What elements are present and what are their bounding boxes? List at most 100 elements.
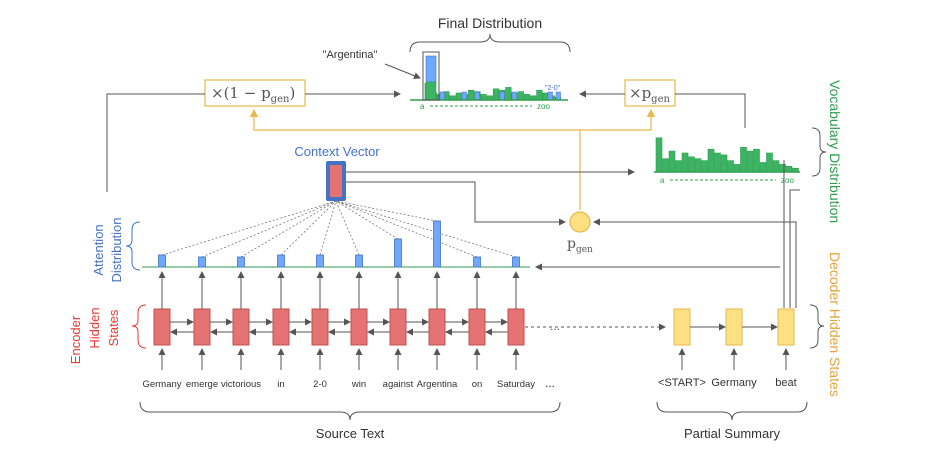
vocab-bar <box>727 160 734 173</box>
attention-dotted-line <box>335 200 360 256</box>
source-text-label: Source Text <box>316 426 385 441</box>
argentina-pointer <box>384 63 421 80</box>
argentina-label: "Argentina" <box>323 49 378 61</box>
attention-contribution-bar <box>547 91 553 101</box>
encoder-state <box>193 308 211 346</box>
final-axis-zoo: zoo <box>537 102 550 111</box>
vocab-bar <box>772 160 780 173</box>
final-bar <box>455 92 462 101</box>
vocab-bar <box>668 150 676 173</box>
encoder-state <box>389 308 407 346</box>
encoder-label-line3: States <box>106 309 121 346</box>
summary-word: Germany <box>711 377 757 389</box>
encoder-states <box>153 271 525 370</box>
encoder-state <box>272 308 290 346</box>
vocab-bar <box>753 148 760 173</box>
attention-to-left-box <box>106 93 205 192</box>
context-vector <box>330 165 342 197</box>
decoder-state <box>777 308 795 346</box>
vocab-distribution-label: Vocabulary Distribution <box>827 80 843 223</box>
attention-dotted-line <box>335 200 438 222</box>
vocab-bar <box>688 156 695 173</box>
argentina-vocab-bar <box>425 81 437 101</box>
final-bar <box>492 88 500 101</box>
encoder-state <box>350 308 368 346</box>
vocab-bar <box>740 147 747 173</box>
vocab-bar <box>779 164 786 173</box>
final-bar <box>517 91 524 101</box>
vocab-bar <box>759 162 767 173</box>
final-distribution-title: Final Distribution <box>438 15 542 31</box>
attention-bar <box>433 220 441 268</box>
final-bar <box>523 94 531 101</box>
source-word: in <box>277 379 284 390</box>
pgen-node <box>569 211 591 233</box>
decoder-hidden-states-label: Decoder Hidden States <box>827 252 843 397</box>
attention-bar <box>512 256 520 268</box>
pgen-node-label: pgen <box>567 236 593 255</box>
argentina-attention-bar <box>425 55 437 83</box>
vocab-brace <box>811 127 827 177</box>
partial-summary-label: Partial Summary <box>684 426 781 441</box>
attention-bar <box>394 238 402 268</box>
encoder-state <box>153 308 171 346</box>
attention-contribution-bar <box>511 91 517 101</box>
source-word: victorious <box>221 379 261 390</box>
final-bar <box>542 92 549 101</box>
vocab-to-right-box <box>675 93 746 128</box>
attention-contribution-bar <box>461 91 467 101</box>
source-word: Argentina <box>417 379 458 390</box>
pgen-feed-left <box>249 108 580 131</box>
final-axis-a: a <box>420 102 425 111</box>
attention-dotted-line <box>335 200 399 240</box>
decoder-to-vocab-arrow <box>789 189 800 308</box>
vocab-bar <box>766 152 773 173</box>
attention-dotted-line <box>319 200 337 256</box>
source-word: against <box>383 379 414 390</box>
encoder-brace <box>131 304 147 349</box>
source-word: on <box>472 379 483 390</box>
attention-contribution-bar <box>439 91 445 101</box>
vocab-bar <box>701 160 708 173</box>
vocab-bar <box>662 158 669 173</box>
source-text-brace <box>139 401 561 421</box>
vocab-bar <box>733 164 741 173</box>
vocab-axis-a: a <box>660 176 665 185</box>
attention-bar <box>158 254 166 268</box>
context-vector-label: Context Vector <box>294 144 380 159</box>
two-zero-label: "2-0" <box>545 85 561 92</box>
attention-dotted-line <box>240 200 337 258</box>
source-ellipsis: ... <box>545 376 555 390</box>
vocab-bar <box>785 166 793 173</box>
attention-contribution-bar <box>474 91 480 101</box>
source-word: win <box>351 379 366 390</box>
attention-to-context-lines <box>161 200 517 258</box>
summary-word: <START> <box>658 377 706 389</box>
decoder-to-pgen <box>593 218 797 308</box>
encoder-state <box>428 308 446 346</box>
decoder-states <box>673 308 795 370</box>
source-word: Germany <box>142 379 181 390</box>
partial-summary-brace <box>656 401 808 421</box>
one-minus-pgen-box <box>204 79 306 107</box>
attention-contribution-bar <box>555 91 561 101</box>
vocabulary-distribution-chart <box>655 137 799 173</box>
final-distribution-brace <box>409 33 571 53</box>
attention-brace <box>125 221 141 271</box>
attention-bar <box>355 254 363 268</box>
pgen-feed-right <box>580 108 656 131</box>
attention-dotted-line <box>161 200 337 256</box>
encoder-label-line2: Hidden <box>87 307 102 348</box>
decoder-state <box>725 308 743 346</box>
final-bar <box>468 89 475 101</box>
encoder-state <box>507 308 525 346</box>
attention-contribution-bar <box>499 91 505 101</box>
vocab-bar <box>720 154 728 173</box>
attention-bar <box>473 256 481 268</box>
pgen-box <box>624 79 676 107</box>
one-minus-pgen-text: ×(1 − pgen) <box>211 84 295 105</box>
decoder-state <box>673 308 691 346</box>
